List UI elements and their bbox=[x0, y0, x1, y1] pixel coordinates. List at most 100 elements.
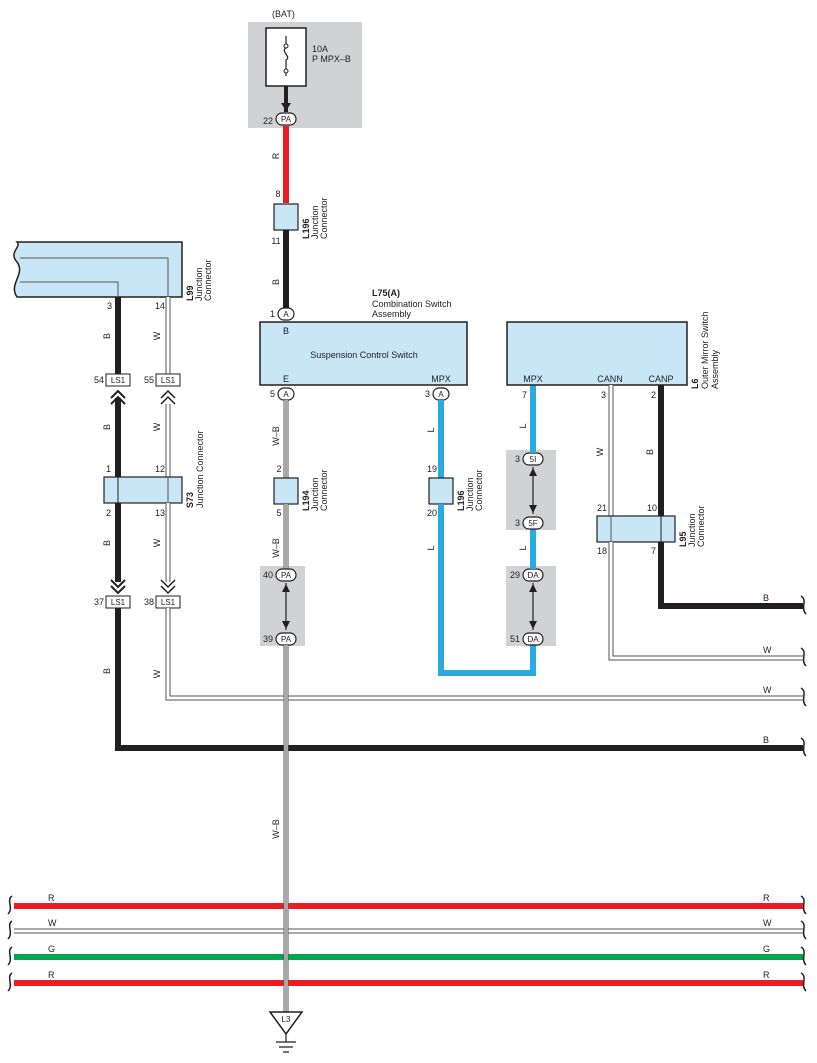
pa-top-oval bbox=[275, 568, 297, 582]
l196-top-pin-out: 11 bbox=[271, 236, 280, 246]
switch-line1: Combination Switch bbox=[372, 299, 452, 309]
bus-red-1-label-left: R bbox=[48, 893, 55, 903]
fuse-rating: 10A bbox=[312, 44, 328, 54]
l99-internal-trace-2 bbox=[20, 281, 119, 297]
mirror-code: L6 bbox=[690, 378, 700, 389]
switch-code: L75(A) bbox=[372, 288, 400, 298]
switch-name: Suspension Control Switch bbox=[310, 350, 418, 360]
wire-label-b-canp: B bbox=[645, 449, 655, 455]
l196-top-line2: Connector bbox=[319, 197, 329, 239]
switch-conn-b-label: A bbox=[283, 310, 289, 319]
fuse-connector-oval bbox=[275, 112, 297, 126]
l196-top-line1: Junction bbox=[310, 205, 320, 239]
switch-conn-mpx-label: A bbox=[438, 390, 444, 399]
fuse-supply-label: (BAT) bbox=[272, 9, 295, 19]
s73-connector bbox=[103, 476, 183, 504]
ground-label: L3 bbox=[282, 1015, 291, 1024]
bus-break-icon-right-1 bbox=[800, 895, 807, 915]
bus-break-icon-left-4 bbox=[7, 972, 13, 992]
l194-line2: Connector bbox=[319, 469, 329, 511]
ls1-label-54: LS1 bbox=[111, 376, 126, 385]
switch-conn-e-label: A bbox=[283, 390, 289, 399]
switch-term-e: E bbox=[283, 374, 289, 384]
pa-arrow-down-icon bbox=[282, 621, 290, 629]
pa-arrow-up-icon bbox=[282, 584, 290, 592]
pa-top-pin: 40 bbox=[263, 570, 273, 580]
l95-pin-w-out: 18 bbox=[597, 546, 607, 556]
switch-line2: Assembly bbox=[372, 309, 412, 319]
bus-break-icon-right-3 bbox=[800, 946, 807, 966]
bus-break-icon-right-4 bbox=[800, 972, 807, 992]
l95-pin-b-out: 7 bbox=[651, 546, 656, 556]
l95-code: L95 bbox=[678, 531, 688, 547]
s73-pin-b-in: 1 bbox=[106, 464, 111, 474]
bus-break-icon-left-2 bbox=[7, 920, 13, 940]
ls1-pin-55: 55 bbox=[144, 375, 154, 385]
wire-label-l-1: L bbox=[426, 427, 436, 432]
ground-icon bbox=[276, 1034, 296, 1053]
wire-label-w-ls1: W bbox=[152, 422, 162, 431]
switch-term-b: B bbox=[283, 326, 289, 336]
chevron-down-icon-right bbox=[160, 579, 176, 595]
l99-block bbox=[13, 241, 183, 298]
wire-label-b-switch: B bbox=[271, 279, 281, 285]
da-bottom-oval bbox=[522, 632, 544, 646]
wire-label-w-l99: W bbox=[152, 331, 162, 340]
da-arrow-up-icon bbox=[529, 584, 537, 592]
wire-label-b-bus-end: B bbox=[763, 735, 769, 745]
pa-bottom-label: PA bbox=[281, 635, 292, 644]
ls1-connector-54 bbox=[105, 373, 131, 387]
mirror-term-cann: CANN bbox=[597, 374, 623, 384]
bus-red-2-label-left: R bbox=[48, 970, 55, 980]
l95-pin-b-in: 10 bbox=[647, 503, 657, 513]
s73-pin-b-out: 2 bbox=[106, 508, 111, 518]
l99-pin-w: 14 bbox=[155, 301, 165, 311]
bus-green-label-left: G bbox=[48, 944, 55, 954]
wire-white-l95-bus bbox=[609, 542, 803, 660]
da-top-pin: 29 bbox=[510, 570, 520, 580]
wire-label-wb-3: W–B bbox=[271, 819, 281, 839]
l99-pin-b: 3 bbox=[107, 301, 112, 311]
wire-label-r-top: R bbox=[271, 152, 281, 159]
l95-line2: Connector bbox=[696, 505, 706, 547]
wire-label-b-ls1: B bbox=[102, 424, 112, 430]
wire-label-l-4: L bbox=[518, 423, 528, 428]
ls1-connector-55 bbox=[155, 373, 181, 387]
ls1-label-38: LS1 bbox=[161, 598, 176, 607]
mirror-pin-canp: 2 bbox=[651, 390, 656, 400]
chevron-down-icon-left bbox=[110, 579, 126, 595]
l95-connector bbox=[596, 515, 676, 543]
mirror-line2: Assembly bbox=[710, 349, 720, 389]
wire-white-l95-bus-outline bbox=[608, 542, 803, 661]
l95-pin-w-in: 21 bbox=[597, 503, 607, 513]
l99-internal-trace bbox=[20, 257, 169, 297]
5i-arrow-up-icon bbox=[529, 468, 537, 476]
l99-code: L99 bbox=[185, 285, 195, 301]
switch-conn-b bbox=[277, 307, 295, 321]
wire-label-w-s73: W bbox=[152, 538, 162, 547]
switch-pin-mpx: 3 bbox=[425, 389, 430, 399]
5f-oval bbox=[522, 516, 544, 530]
bus-red-2-label-right: R bbox=[763, 970, 770, 980]
wire-label-l-3: L bbox=[518, 545, 528, 550]
mirror-term-canp: CANP bbox=[648, 374, 673, 384]
wire-label-b-l99: B bbox=[102, 333, 112, 339]
fuse-terminal-bottom bbox=[283, 68, 289, 74]
da-arrow-down-icon bbox=[529, 621, 537, 629]
ls1-pin-38: 38 bbox=[144, 597, 154, 607]
wire-break-icon-b-bottom bbox=[800, 737, 807, 757]
bus-white-label-right: W bbox=[763, 918, 772, 928]
ls1-pin-37: 37 bbox=[94, 597, 104, 607]
l194-code: L194 bbox=[301, 490, 311, 511]
bus-white-label-left: W bbox=[48, 918, 57, 928]
wire-white-ls1-bus bbox=[166, 608, 803, 700]
5f-pin: 3 bbox=[515, 518, 520, 528]
chevron-up-icon-right bbox=[160, 389, 176, 405]
ls1-label-37: LS1 bbox=[111, 598, 126, 607]
ls1-pin-54: 54 bbox=[94, 375, 104, 385]
5f-arrow-down-icon bbox=[529, 505, 537, 513]
wire-break-icon-w-lower bbox=[800, 687, 807, 707]
l196-top-connector bbox=[273, 203, 299, 231]
l95-line1: Junction bbox=[687, 513, 697, 547]
